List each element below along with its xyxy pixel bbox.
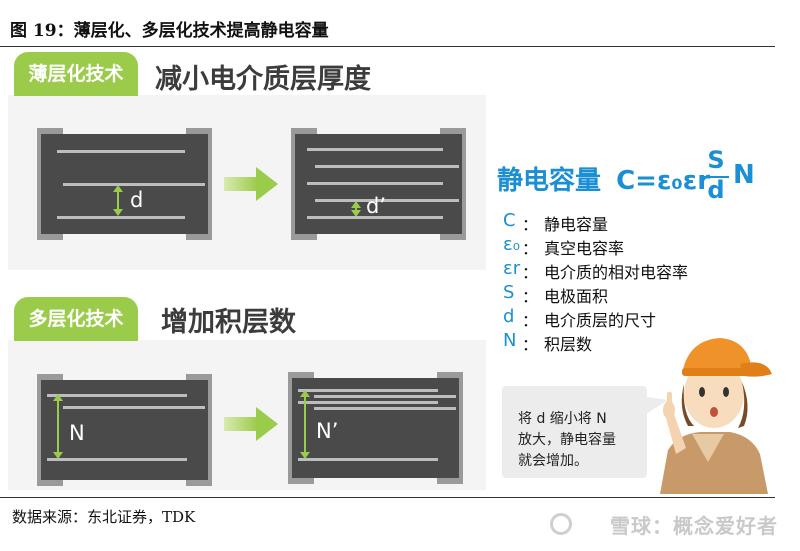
- electrode: [315, 165, 459, 168]
- dim-line-d: [117, 191, 119, 211]
- watermark-logo-icon: [550, 513, 572, 535]
- electrode: [298, 458, 438, 461]
- legend-symbol: N: [503, 330, 517, 351]
- electrode: [47, 458, 187, 461]
- electrode: [314, 407, 456, 410]
- speech-bubble: [502, 386, 647, 478]
- capacitor-body: [292, 378, 459, 478]
- transition-arrow-icon: [256, 407, 278, 441]
- formula-fraction-line: [703, 176, 729, 178]
- capacitor-thin-before: d: [37, 128, 212, 240]
- figure-title: 图 19：薄层化、多层化技术提高静电容量: [10, 21, 329, 41]
- bottom-divider: [0, 497, 775, 498]
- legend-symbol: ε₀: [503, 234, 520, 255]
- dim-arrow-up: [300, 390, 310, 397]
- electrode: [307, 182, 443, 185]
- label-d: d: [130, 188, 144, 212]
- legend-text: 电介质的相对电容率: [544, 263, 689, 282]
- thin-layer-heading: 减小电介质层厚度: [155, 64, 371, 95]
- source-note: 数据来源：东北证券，TDK: [12, 508, 196, 526]
- formula-denominator: d: [707, 176, 725, 204]
- bubble-line-3: 就会增加。: [518, 453, 588, 469]
- dim-arrow-down: [300, 452, 310, 459]
- formula-expr: C=ε₀εr: [616, 166, 711, 196]
- transition-arrow-body: [224, 177, 258, 191]
- capacitor-multi-after: N’: [288, 372, 463, 484]
- legend-colon: ：: [522, 263, 539, 282]
- multi-layer-tab: 多层化技术: [14, 297, 138, 341]
- electrode: [298, 389, 438, 392]
- dim-arrow-up: [351, 201, 361, 208]
- dim-arrow-down: [113, 209, 123, 216]
- watermark: 雪球：概念爱好者: [610, 514, 778, 538]
- electrode: [57, 150, 185, 153]
- electrode: [307, 148, 443, 151]
- formula-numerator: S: [707, 146, 725, 174]
- speech-bubble-text: 将 d 缩小将 N 放大，静电容量 就会增加。: [518, 409, 616, 472]
- label-d-prime: d’: [366, 194, 387, 218]
- legend-symbol: εr: [503, 258, 521, 279]
- top-divider: [0, 46, 775, 47]
- legend-text: 电极面积: [544, 287, 609, 306]
- electrode: [307, 216, 443, 219]
- formula-tail: N: [733, 160, 755, 190]
- label-n-prime: N’: [316, 419, 339, 443]
- cartoon-engineer-icon: [660, 338, 772, 494]
- legend-colon: ：: [522, 287, 539, 306]
- formula-name: 静电容量: [497, 166, 602, 196]
- legend-text: 静电容量: [544, 215, 609, 234]
- legend-symbol: S: [503, 282, 515, 303]
- dim-arrow-up: [113, 185, 123, 192]
- capacitor-thin-after: d’: [291, 128, 466, 240]
- bubble-line-2: 放大，静电容量: [518, 432, 616, 448]
- legend-colon: ：: [522, 311, 539, 330]
- transition-arrow-icon: [256, 167, 278, 201]
- thin-layer-tab: 薄层化技术: [14, 52, 138, 96]
- legend-colon: ：: [522, 335, 539, 354]
- electrode: [63, 183, 205, 186]
- dim-line-n: [57, 400, 59, 454]
- multi-layer-heading: 增加积层数: [161, 307, 296, 338]
- electrode: [298, 401, 438, 404]
- legend-text: 电介质层的尺寸: [544, 311, 657, 330]
- electrode: [47, 394, 187, 397]
- formula: 静电容量 C=ε₀εr: [497, 160, 710, 197]
- label-n: N: [69, 421, 85, 445]
- capacitor-multi-before: N: [37, 374, 212, 486]
- legend-symbol: C: [503, 210, 516, 231]
- electrode: [57, 216, 185, 219]
- legend-text: 积层数: [544, 335, 593, 354]
- dim-line-n-prime: [304, 396, 306, 454]
- legend-colon: ：: [522, 239, 539, 258]
- legend-text: 真空电容率: [544, 239, 625, 258]
- dim-arrow-down: [53, 452, 63, 459]
- electrode: [63, 406, 205, 409]
- dim-line-d-prime: [355, 206, 357, 212]
- legend-symbol: d: [503, 306, 515, 327]
- bubble-line-1: 将 d 缩小将 N: [518, 411, 607, 427]
- electrode: [314, 395, 456, 398]
- speech-bubble-tail-icon: [640, 396, 668, 418]
- dim-arrow-up: [53, 394, 63, 401]
- electrode: [315, 199, 459, 202]
- transition-arrow-body: [224, 417, 258, 431]
- legend-colon: ：: [522, 215, 539, 234]
- dim-arrow-down: [351, 210, 361, 217]
